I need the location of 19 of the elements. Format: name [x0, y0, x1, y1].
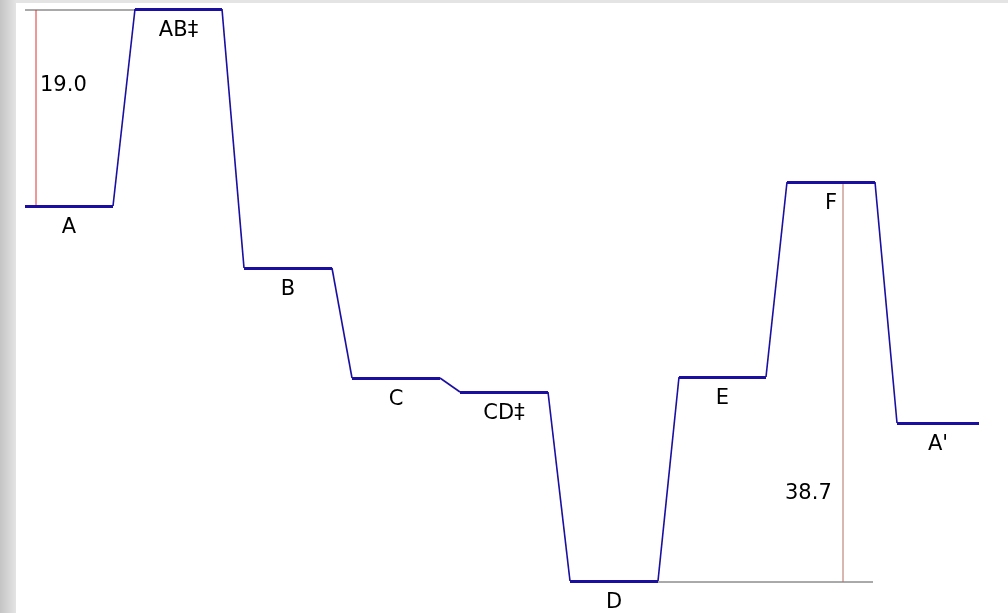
- connector-line: [874, 181, 898, 424]
- connector-line: [547, 391, 571, 582]
- connector-line: [331, 267, 353, 379]
- level-label: D: [604, 589, 624, 613]
- level-label: E: [714, 385, 731, 409]
- level-label: A: [60, 214, 78, 238]
- connector-line: [221, 8, 245, 269]
- dimension-value: 38.7: [785, 480, 832, 504]
- dimension-value: 19.0: [40, 72, 87, 96]
- connector-line: [112, 8, 136, 207]
- level-label: C: [387, 386, 405, 410]
- level-label: F: [823, 190, 839, 214]
- level-label: CD‡: [482, 400, 526, 424]
- level-label: B: [279, 276, 297, 300]
- connector-line: [765, 181, 788, 378]
- connector-line: [439, 377, 461, 393]
- connector-line: [657, 376, 680, 582]
- level-label: AB‡: [157, 17, 200, 41]
- level-label: A': [926, 431, 950, 455]
